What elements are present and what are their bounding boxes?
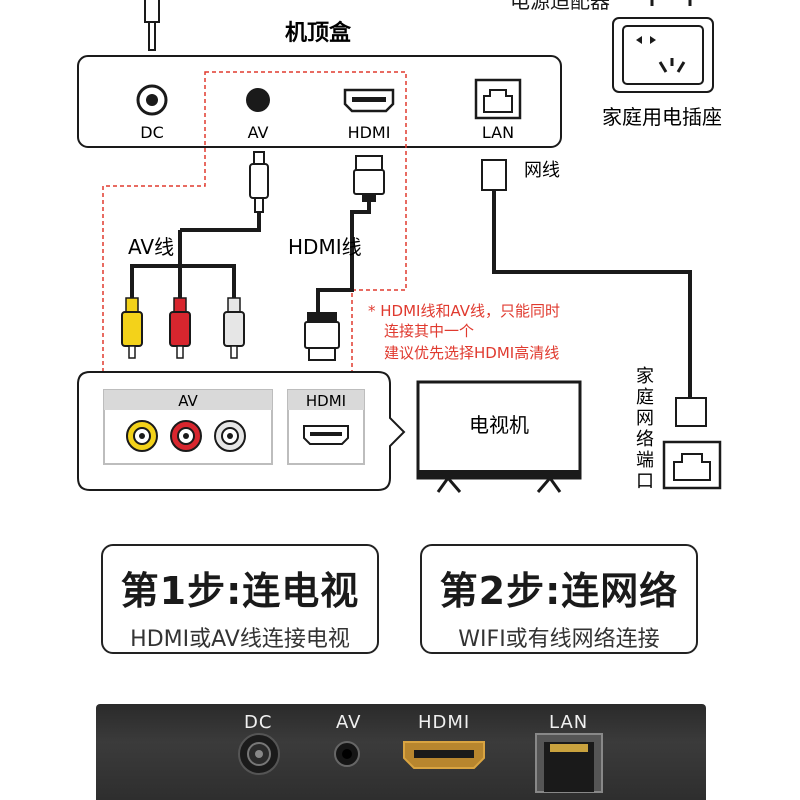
adapter-label: 电源适配器 <box>510 0 610 13</box>
adapter-prongs-icon <box>650 0 692 6</box>
wall-port-label: 家 庭 网 络 端 口 <box>636 366 654 492</box>
av-port-icon <box>246 88 270 112</box>
photo-ports <box>238 733 603 793</box>
photo-hdmi-port-icon <box>403 741 485 769</box>
wall-port-char: 家 <box>636 366 654 387</box>
step-2-card: 第2步:连网络 WIFI或有线网络连接 <box>420 544 698 654</box>
wall-socket-label: 家庭用电插座 <box>602 105 722 129</box>
hdmi-cable <box>304 155 385 361</box>
wall-port-char: 端 <box>636 450 654 471</box>
connection-diagram: 电源适配器 机顶盒 DC AV HDMI LAN 家庭用电插座 <box>77 0 722 493</box>
note-line-1: * HDMI线和AV线，只能同时 <box>368 302 560 320</box>
av-hdmi-dashed-region <box>102 71 407 384</box>
photo-av-port-icon <box>334 741 360 767</box>
step-2-title: 第2步:连网络 <box>439 569 679 613</box>
photo-lan-port-icon <box>535 733 603 793</box>
note-line-3: 建议优先选择HDMI高清线 <box>384 344 559 362</box>
stb-title: 机顶盒 <box>285 20 352 46</box>
av-cable-label: AV线 <box>128 235 174 259</box>
tv-av-yellow-jack-icon <box>126 420 158 452</box>
hdmi-port-icon <box>343 88 395 113</box>
wall-network-port-icon <box>662 440 722 490</box>
tv-av-label: AV <box>178 392 198 410</box>
tv-hdmi-label: HDMI <box>306 392 346 410</box>
device-rear-photo: DC AV HDMI LAN <box>96 704 706 800</box>
network-cable <box>481 159 707 427</box>
wall-port-char: 庭 <box>636 387 654 408</box>
stb-port-label-hdmi: HDMI <box>348 123 391 142</box>
wall-port-char: 网 <box>636 408 654 429</box>
photo-label-lan: LAN <box>549 712 589 733</box>
step-2-desc: WIFI或有线网络连接 <box>458 627 660 652</box>
step-1-card: 第1步:连电视 HDMI或AV线连接电视 <box>101 544 379 654</box>
tv-icon <box>416 380 582 493</box>
lan-port-icon <box>474 78 522 120</box>
dc-port-icon <box>136 84 168 116</box>
stb-port-label-dc: DC <box>140 123 164 142</box>
step-1-title: 第1步:连电视 <box>120 569 360 613</box>
tv-av-white-jack-icon <box>214 420 246 452</box>
tv-hdmi-port-icon <box>303 425 349 445</box>
photo-label-hdmi: HDMI <box>418 712 471 733</box>
step-1-desc: HDMI或AV线连接电视 <box>130 627 350 652</box>
photo-dc-port-icon <box>238 733 280 775</box>
hdmi-cable-label: HDMI线 <box>288 235 362 259</box>
power-plug-icon <box>144 0 160 51</box>
photo-label-dc: DC <box>244 712 273 733</box>
wall-socket-icon <box>612 17 714 93</box>
stb-port-label-lan: LAN <box>482 123 514 142</box>
av-cable <box>121 151 269 359</box>
network-cable-label: 网线 <box>524 160 560 181</box>
photo-label-av: AV <box>336 712 362 733</box>
stb-box <box>77 55 562 148</box>
wall-port-char: 口 <box>636 471 654 492</box>
note-line-2: 连接其中一个 <box>384 322 474 340</box>
wall-port-char: 络 <box>636 429 654 450</box>
stb-port-label-av: AV <box>248 123 269 142</box>
tv-av-red-jack-icon <box>170 420 202 452</box>
tv-name: 电视机 <box>469 413 529 437</box>
